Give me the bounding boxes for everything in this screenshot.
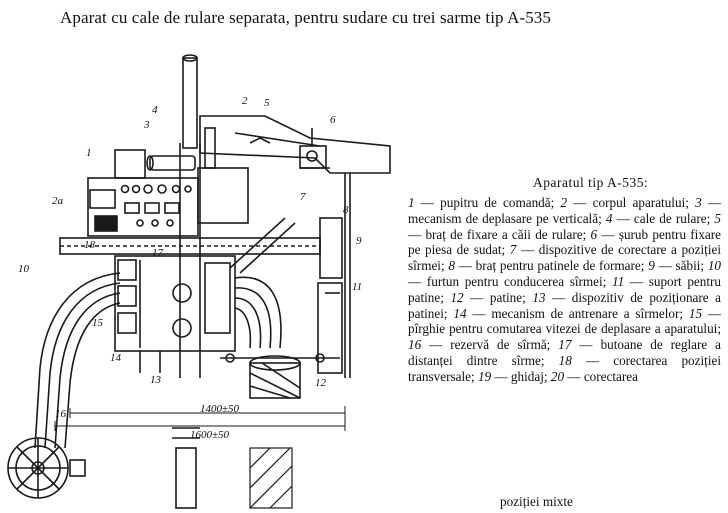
legend-entry: 2 — corpul aparatului; (560, 195, 689, 210)
callout-18: 18 (84, 239, 96, 251)
legend-entry: 12 — patine; (450, 289, 526, 305)
callout-3: 3 (143, 119, 150, 131)
vertical-column (172, 54, 201, 509)
clamp-screw (299, 128, 330, 169)
vertical-drive-motor (146, 127, 216, 171)
callout-2: 2 (242, 95, 248, 107)
dimension-1600: 1600±50 (190, 429, 230, 441)
legend-entry: 7 — dispozitive de corectare a poziției … (408, 242, 722, 274)
legend-title: Aparatul tip A-535: (533, 175, 649, 190)
legend-entry: 15 — pîrghie pentru comutarea vitezei de… (408, 305, 722, 337)
wire-nozzles (229, 217, 296, 349)
apparatus-drawing: 1400±50 1600±50 1 2 3 4 5 6 7 8 9 10 11 … (7, 54, 391, 509)
callout-14: 14 (110, 352, 122, 364)
callout-8: 8 (343, 204, 349, 216)
legend-entry: 8 — braț pentru patinele de formare; (448, 258, 645, 274)
callout-1: 1 (86, 147, 92, 159)
legend-entry: 13 — dispozitiv de poziționare a patinei… (408, 289, 722, 321)
workpiece (249, 447, 293, 509)
legend-entry: 4 — cale de rulare; (605, 210, 711, 226)
legend-tail: poziției mixte (500, 494, 573, 509)
callout-11: 11 (352, 281, 362, 293)
callout-13: 13 (150, 374, 162, 386)
callouts: 1 2 3 4 5 6 7 8 9 10 11 12 13 14 15 16 1… (18, 95, 362, 420)
top-arm (199, 115, 391, 174)
legend-entry: 20 — corectarea (550, 368, 638, 384)
callout-15: 15 (92, 317, 104, 329)
legend-entry: 14 — mecanism de antrenare a sîrmelor; (453, 305, 684, 321)
forming-shoes (220, 353, 340, 399)
callout-7: 7 (300, 191, 306, 203)
callout-16: 16 (55, 408, 67, 420)
dimension-lines (54, 406, 346, 431)
callout-10: 10 (18, 263, 30, 275)
legend-entry: 1 — pupitru de comandă; (408, 195, 555, 210)
legend-entry: 5 — braț de fixare a căii de rulare; (408, 210, 722, 242)
legend-body: 1 — pupitru de comandă; 2 — corpul apara… (408, 195, 721, 385)
callout-5: 5 (264, 97, 270, 109)
legend-entry: 18 — corectarea poziției transversale; (408, 352, 722, 384)
callout-6: 6 (330, 114, 336, 126)
callout-12: 12 (315, 377, 327, 389)
callout-2a: 2a (52, 195, 64, 207)
wire-hoses (34, 272, 121, 449)
wire-feed-block (114, 255, 236, 373)
legend-entry: 11 — suport pentru patine; (408, 273, 722, 305)
legend-entry: 3 — mecanism de deplasare pe verticală; (408, 195, 722, 226)
dimension-1400: 1400±50 (200, 403, 240, 415)
legend-entry: 16 — rezervă de sîrmă; (408, 337, 551, 353)
legend-entry: 6 — șurub pentru fixare pe piesa de suda… (408, 226, 722, 258)
callout-4: 4 (152, 104, 158, 116)
legend-entry: 10 — furtun pentru conducerea sîrmei; (408, 258, 721, 289)
legend-entry: 19 — ghidaj; (477, 368, 548, 384)
legend-entry: 17 — butoane de reglare a distanței dint… (408, 337, 722, 368)
control-panel (87, 149, 199, 237)
apparatus-body (59, 167, 321, 255)
wire-reel (7, 437, 86, 499)
legend-entry: 9 — săbii; (648, 258, 705, 274)
callout-9: 9 (356, 235, 362, 247)
page-title: Aparat cu cale de rulare separata, pentr… (60, 8, 552, 27)
callout-17: 17 (152, 247, 164, 259)
